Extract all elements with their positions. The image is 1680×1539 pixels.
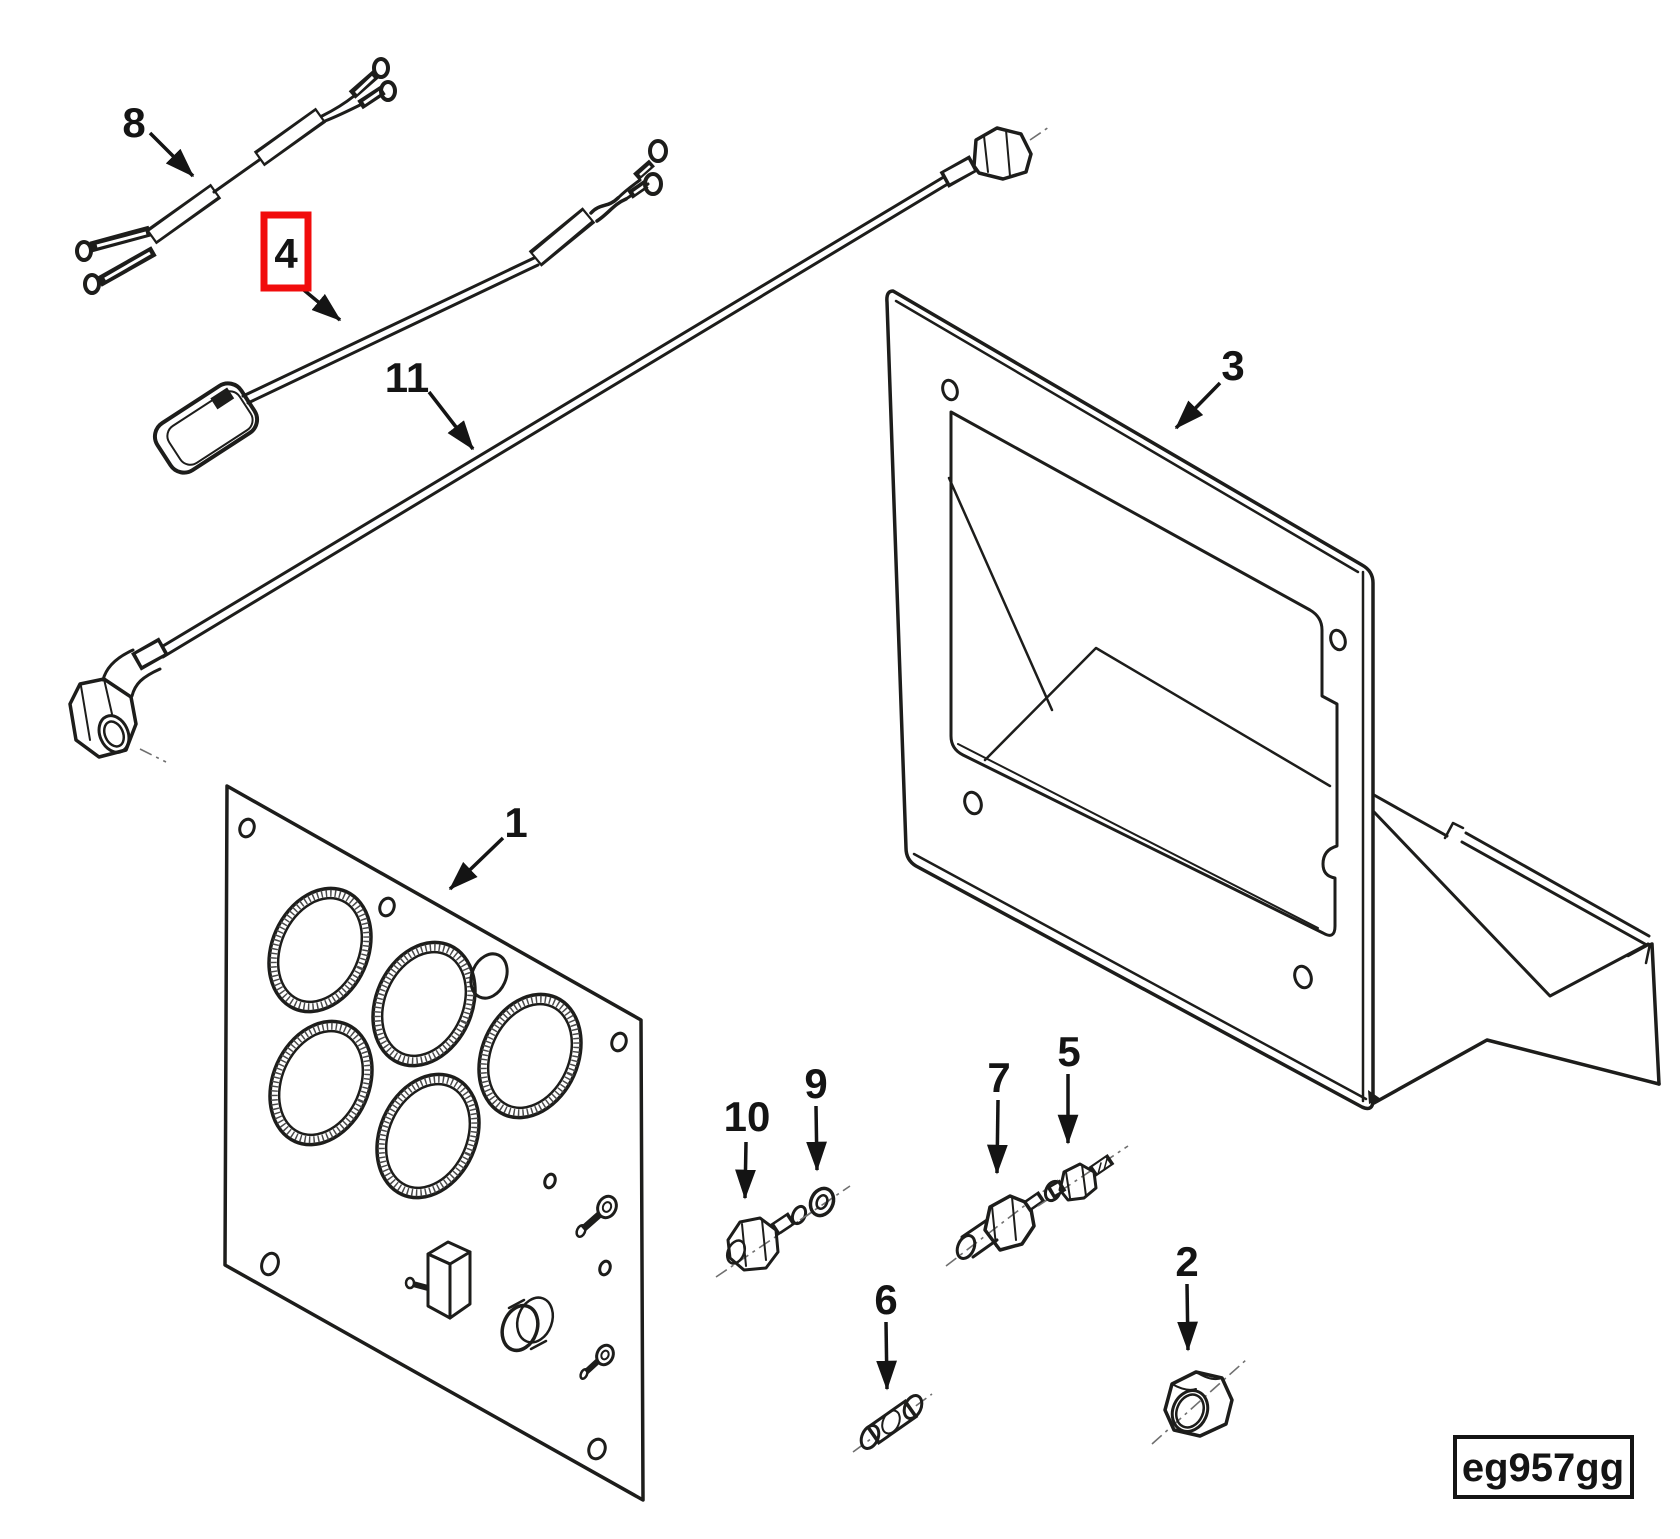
part-5-fitting <box>1037 1145 1129 1207</box>
callout-1[interactable]: 1 <box>504 799 527 846</box>
callout-10-leader <box>735 1141 756 1200</box>
callout-9[interactable]: 9 <box>804 1060 827 1107</box>
part-1-gauge-panel <box>223 784 645 1502</box>
callout-8[interactable]: 8 <box>122 99 145 146</box>
panel-screw-upper <box>575 1194 618 1238</box>
figure-code-frame <box>1453 1435 1634 1499</box>
callout-4-label[interactable]: 4 <box>274 230 298 277</box>
callout-10[interactable]: 10 <box>724 1093 771 1140</box>
part-11-tube-assembly <box>68 126 1050 763</box>
callout-6-leader <box>876 1321 897 1391</box>
part-2-hex-nut <box>1151 1359 1247 1445</box>
callout-7[interactable]: 7 <box>987 1054 1010 1101</box>
callout-8-leader <box>148 131 195 178</box>
callout-9-leader <box>806 1105 827 1172</box>
callout-5[interactable]: 5 <box>1057 1028 1080 1075</box>
callout-6-label[interactable]: 6 <box>874 1276 897 1323</box>
part-9-o-ring <box>799 1185 851 1221</box>
callout-7-leader <box>986 1099 1008 1175</box>
callout-11-label[interactable]: 11 <box>385 354 429 401</box>
gauge-holes <box>267 886 583 1200</box>
callout-leaders <box>148 131 1222 1391</box>
callout-11-leader <box>427 390 475 451</box>
part-6-bushing <box>852 1393 933 1453</box>
callout-11[interactable]: 11 <box>385 354 429 401</box>
callout-7-label[interactable]: 7 <box>987 1054 1010 1101</box>
callout-5-label[interactable]: 5 <box>1057 1028 1080 1075</box>
toggle-switch <box>404 1240 472 1320</box>
panel-screw-lower <box>579 1343 615 1380</box>
callout-3-label[interactable]: 3 <box>1221 342 1244 389</box>
part-8-wire-assembly <box>75 57 397 295</box>
part-3-mounting-bracket <box>885 289 1661 1111</box>
callout-8-label[interactable]: 8 <box>122 99 145 146</box>
figure-code-text: eg957gg <box>1462 1446 1624 1490</box>
callout-1-label[interactable]: 1 <box>504 799 527 846</box>
callout-3[interactable]: 3 <box>1221 342 1244 389</box>
callout-2-leader <box>1177 1283 1198 1352</box>
callout-3-leader <box>1174 381 1222 430</box>
part-4-wire-connector-lead <box>152 139 668 475</box>
figure-code-box: eg957gg <box>1453 1435 1634 1499</box>
callout-4-highlighted[interactable]: 4 <box>260 211 312 292</box>
callout-2-label[interactable]: 2 <box>1175 1238 1198 1285</box>
part-10-fitting <box>715 1199 831 1278</box>
part-7-fitting <box>945 1179 1059 1267</box>
callout-10-label[interactable]: 10 <box>724 1093 771 1140</box>
callout-6[interactable]: 6 <box>874 1276 897 1323</box>
highlight-box <box>260 211 312 292</box>
callout-1-leader <box>448 836 505 891</box>
callout-4-leader <box>297 284 342 322</box>
callout-9-label[interactable]: 9 <box>804 1060 827 1107</box>
knob <box>500 1296 555 1353</box>
callout-2[interactable]: 2 <box>1175 1238 1198 1285</box>
